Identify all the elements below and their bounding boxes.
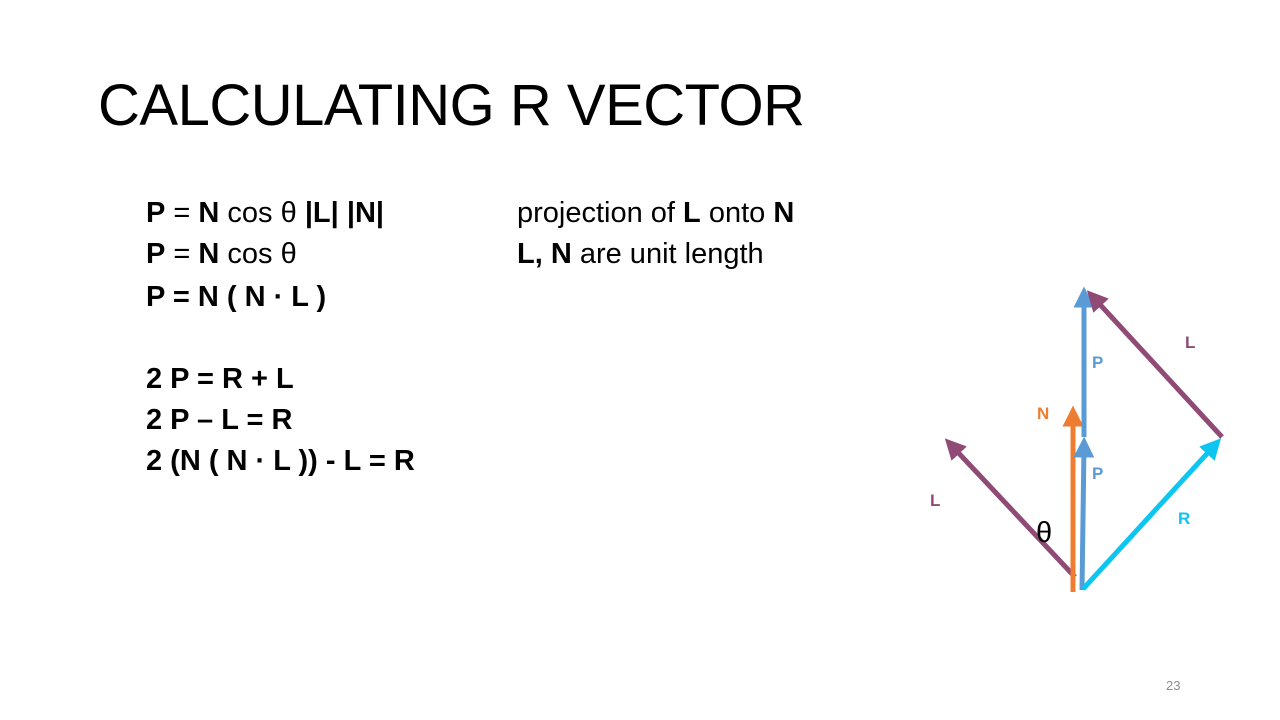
vector-r bbox=[1081, 438, 1222, 591]
note1-text: projection of bbox=[517, 197, 684, 229]
label-l-left: L bbox=[930, 491, 940, 510]
eq2-cos: cos bbox=[219, 238, 281, 270]
eq2-p: P bbox=[146, 238, 166, 270]
note2-ln: L, N bbox=[517, 238, 572, 270]
label-r: R bbox=[1178, 509, 1190, 528]
note1-mid: onto bbox=[700, 197, 774, 229]
note1-l: L bbox=[683, 197, 701, 229]
label-l-top: L bbox=[1185, 333, 1195, 352]
slide-title: CALCULATING R VECTOR bbox=[98, 73, 805, 138]
eq1-l-magnitude: |L| bbox=[304, 197, 339, 229]
label-p-top: P bbox=[1092, 353, 1103, 372]
eq1-theta: θ bbox=[280, 197, 297, 229]
note-projection: projection of L onto N bbox=[517, 196, 794, 230]
equation-line-6: 2 (N ( N · L )) - L = R bbox=[146, 445, 415, 477]
equation-line-5: 2 P – L = R bbox=[146, 404, 293, 436]
label-theta: θ bbox=[1036, 517, 1052, 549]
eq1-cos: cos bbox=[219, 197, 281, 229]
eq2-theta: θ bbox=[280, 238, 297, 270]
equation-line-2: P = N cos θ bbox=[146, 237, 297, 271]
eq2-equals: = bbox=[165, 238, 199, 270]
note-unit-length: L, N are unit length bbox=[517, 237, 764, 271]
vector-l-left bbox=[944, 438, 1077, 579]
eq1-n-magnitude: |N| bbox=[346, 197, 384, 229]
label-n: N bbox=[1037, 404, 1049, 423]
note1-n: N bbox=[773, 197, 795, 229]
equation-line-4: 2 P = R + L bbox=[146, 363, 294, 395]
page-number: 23 bbox=[1166, 678, 1181, 693]
eq1-equals: = bbox=[165, 197, 199, 229]
label-p-bottom: P bbox=[1092, 464, 1103, 483]
vector-l-right bbox=[1086, 290, 1224, 439]
eq2-n: N bbox=[198, 238, 220, 270]
note2-text: are unit length bbox=[571, 238, 764, 270]
eq1-n: N bbox=[198, 197, 220, 229]
vector-p-lower bbox=[1073, 436, 1095, 591]
equation-line-3: P = N ( N · L ) bbox=[146, 281, 327, 313]
eq1-p: P bbox=[146, 197, 166, 229]
equation-line-1: P = N cos θ |L| |N| bbox=[146, 196, 384, 230]
